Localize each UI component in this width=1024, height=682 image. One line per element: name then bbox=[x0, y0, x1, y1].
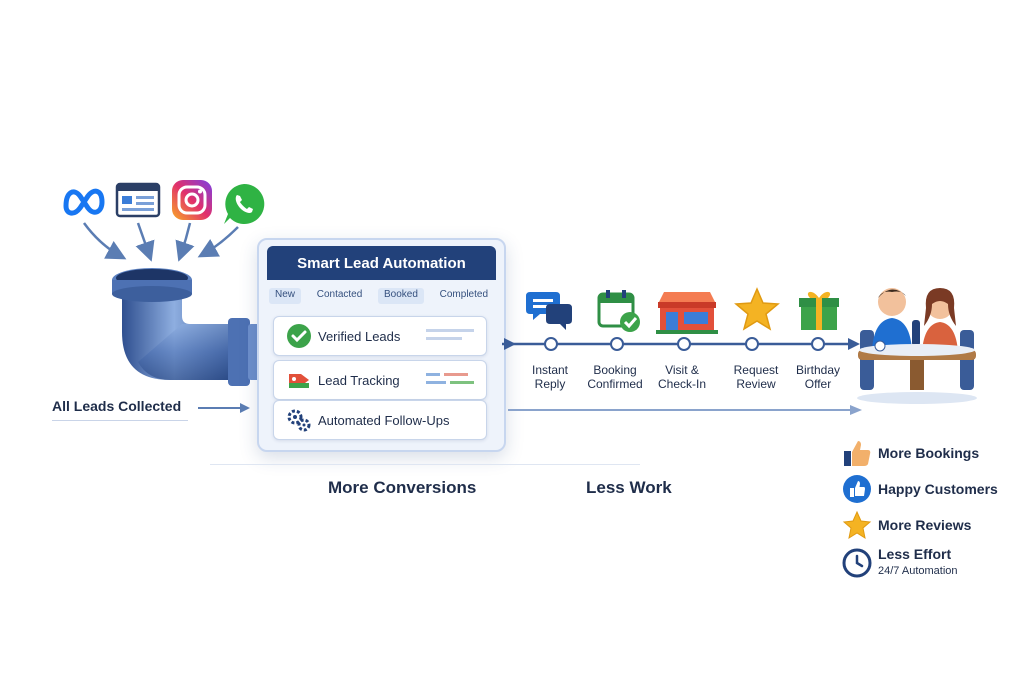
less-effort-text: Less Effort 24/7 Automation bbox=[878, 546, 958, 577]
status-tabs: New Contacted Booked Completed bbox=[269, 288, 494, 304]
whatsapp-icon bbox=[224, 183, 265, 224]
timeline-dot-visit-check-in bbox=[677, 337, 691, 351]
verified-leads-row[interactable]: Verified Leads bbox=[273, 316, 487, 356]
status-bars bbox=[426, 373, 474, 384]
step-label-line1: Booking bbox=[593, 363, 637, 377]
meta-logo-icon bbox=[63, 188, 105, 216]
tab-booked[interactable]: Booked bbox=[378, 288, 424, 304]
step-label-line1: Instant bbox=[531, 363, 569, 377]
flow-arrow bbox=[508, 405, 862, 415]
less-work-label: Less Work bbox=[586, 478, 672, 497]
timeline-dot-booking-confirmed bbox=[610, 337, 624, 351]
tab-contacted[interactable]: Contacted bbox=[316, 289, 363, 300]
gift-icon bbox=[799, 291, 839, 330]
more-reviews-label: More Reviews bbox=[878, 517, 972, 533]
star-icon bbox=[842, 510, 872, 540]
collected-underline bbox=[52, 420, 188, 421]
automated-follow-ups-row[interactable]: Automated Follow-Ups bbox=[273, 400, 487, 440]
timeline-dot-request-review bbox=[745, 337, 759, 351]
all-leads-collected-label: All Leads Collected bbox=[52, 398, 182, 414]
tab-new[interactable]: New bbox=[269, 288, 302, 304]
benefit-more-bookings: More Bookings bbox=[842, 438, 979, 468]
step-label-line1: Request bbox=[733, 363, 779, 377]
benefit-less-effort: Less Effort 24/7 Automation bbox=[842, 546, 958, 578]
step-label-line1: Birthday bbox=[795, 363, 841, 377]
happy-customers-dining-icon bbox=[857, 288, 977, 404]
source-arrows bbox=[82, 222, 239, 262]
clock-icon bbox=[842, 548, 872, 578]
storefront-icon bbox=[656, 292, 718, 334]
thumbs-up-icon bbox=[842, 438, 872, 468]
star-icon bbox=[734, 287, 780, 331]
collected-arrow bbox=[198, 403, 250, 413]
more-conversions-label: More Conversions bbox=[328, 478, 477, 497]
timeline-dot-birthday-offer bbox=[811, 337, 825, 351]
step-label-line2: Review bbox=[736, 377, 776, 391]
step-label-line2: Reply bbox=[534, 377, 566, 391]
benefit-more-reviews: More Reviews bbox=[842, 510, 971, 540]
less-effort-label: Less Effort bbox=[878, 546, 952, 562]
timeline-dot-instant-reply bbox=[544, 337, 558, 351]
calendar-check-icon bbox=[597, 290, 640, 332]
more-bookings-label: More Bookings bbox=[878, 445, 980, 461]
placeholder-lines bbox=[426, 329, 474, 340]
automation-sublabel: 24/7 Automation bbox=[878, 565, 958, 577]
step-label-line2: Offer bbox=[804, 377, 832, 391]
gears-icon bbox=[286, 407, 312, 433]
instagram-icon bbox=[172, 180, 212, 220]
lead-tracking-label: Lead Tracking bbox=[318, 372, 400, 388]
automated-follow-ups-label: Automated Follow-Ups bbox=[318, 412, 450, 428]
like-badge-icon bbox=[842, 474, 872, 504]
pipe-icon bbox=[112, 268, 262, 386]
smart-lead-automation-card: Smart Lead Automation New Contacted Book… bbox=[257, 238, 506, 452]
step-label-line2: Confirmed bbox=[587, 377, 643, 391]
card-title: Smart Lead Automation bbox=[267, 246, 496, 280]
tab-completed[interactable]: Completed bbox=[439, 289, 488, 300]
tag-icon bbox=[286, 367, 312, 393]
verified-leads-label: Verified Leads bbox=[318, 328, 401, 344]
divider-line bbox=[210, 464, 640, 465]
web-form-icon bbox=[115, 182, 161, 218]
happy-customers-label: Happy Customers bbox=[878, 481, 998, 497]
step-visit-check-in: Visit &Check-In bbox=[647, 363, 717, 391]
benefit-happy-customers: Happy Customers bbox=[842, 474, 998, 504]
lead-tracking-row[interactable]: Lead Tracking bbox=[273, 360, 487, 400]
step-label-line2: Check-In bbox=[657, 377, 707, 391]
chat-bubbles-icon bbox=[526, 292, 572, 330]
step-label-line1: Visit & bbox=[665, 363, 699, 377]
green-check-icon bbox=[286, 323, 312, 349]
